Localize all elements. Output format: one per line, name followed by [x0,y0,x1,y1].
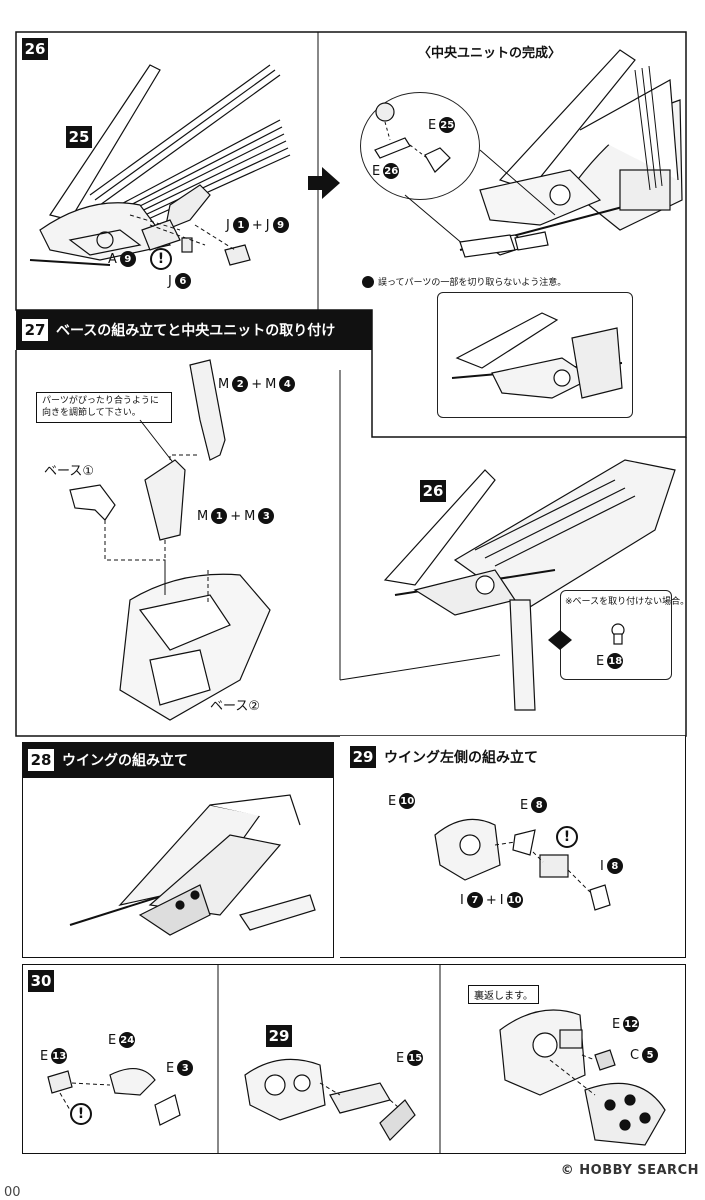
central-unit-complete-title: 〈中央ユニットの完成〉 [418,46,562,61]
step-27-header: 27 ベースの組み立てと中央ユニットの取り付け [16,310,372,350]
step-26-number: 26 [22,38,48,60]
label-base2: ベース② [210,699,261,714]
detail-callout-illustration [451,312,623,399]
step-30-number: 30 [28,970,54,992]
base-assembly-illustration [69,359,271,721]
step-30-left-parts [47,1068,181,1126]
e25-e26-illustration [374,102,451,173]
caution-icon [362,275,374,288]
step-30-middle-parts [244,1058,416,1141]
wing-left-illustration [434,818,611,911]
flip-note: 裏返します。 [468,985,539,1004]
ref-part-29: 29 [266,1025,292,1047]
no-base-part-icon [548,623,625,650]
no-base-note: ※ベースを取り付けない場合。 [565,597,690,607]
mounted-unit-illustration [383,459,676,711]
warning-icon: ! [556,826,578,848]
warning-icon: ! [150,248,172,270]
next-arrow [322,167,340,199]
watermark: © HOBBY SEARCH [560,1163,699,1178]
warning-icon: ! [70,1103,92,1125]
ref-part-26: 26 [420,480,446,502]
page-number: 00 [4,1185,21,1200]
step-30-right-parts [499,1009,666,1146]
step-28-header-bar: 28 ウイングの組み立て [22,742,334,778]
step-26-left-illustration [29,64,291,266]
hint-note: パーツがぴったり合うように 向きを調節して下さい。 [36,392,172,424]
wing-illustration [69,794,316,936]
step-27-number: 27 [22,319,48,341]
step-29-header: 29 ウイング左側の組み立て [350,746,538,768]
next-arrow-stem [308,176,322,190]
ref-part-25: 25 [66,126,92,148]
step-29-number: 29 [350,746,376,768]
caution-note: 誤ってパーツの一部を切り取らないよう注意。 [362,275,566,288]
label-base1: ベース① [44,464,95,479]
step-27-title: ベースの組み立てと中央ユニットの取り付け [56,323,336,339]
step-29-title: ウイング左側の組み立て [384,750,538,766]
